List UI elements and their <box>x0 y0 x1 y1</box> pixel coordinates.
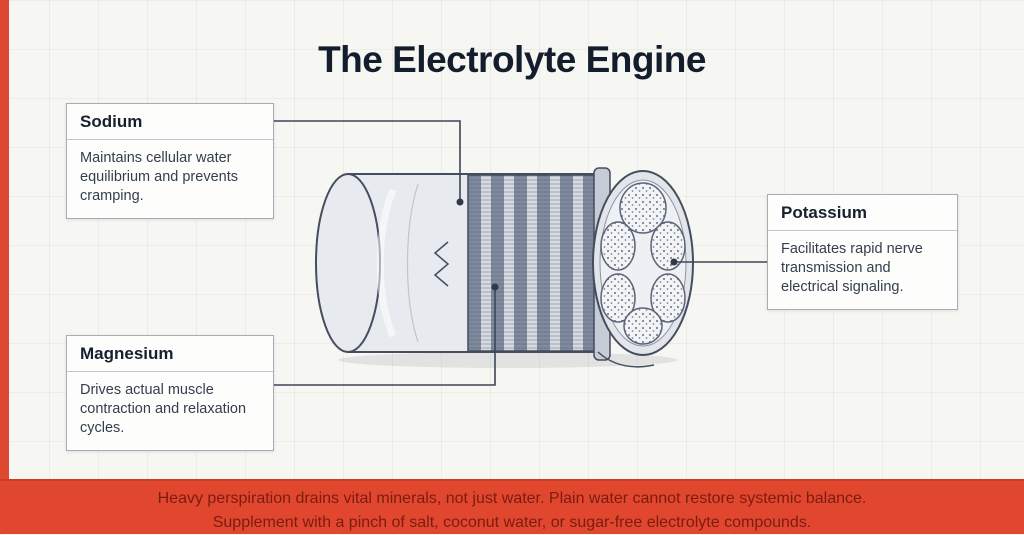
muscle-fiber-diagram <box>315 167 694 368</box>
banner-line-1: Heavy perspiration drains vital minerals… <box>157 490 867 507</box>
warning-banner: Heavy perspiration drains vital minerals… <box>0 479 1024 534</box>
callout-magnesium-title: Magnesium <box>67 336 273 372</box>
callout-magnesium: Magnesium Drives actual muscle contracti… <box>66 335 274 452</box>
callout-potassium-description: Facilitates rapid nerve transmission and… <box>781 241 923 296</box>
left-accent-strip <box>0 0 9 534</box>
callout-sodium-title: Sodium <box>67 104 273 140</box>
callout-potassium-title: Potassium <box>768 195 957 231</box>
callout-magnesium-description: Drives actual muscle contraction and rel… <box>80 382 247 437</box>
muscle-illustration <box>298 158 718 373</box>
callout-potassium: Potassium Facilitates rapid nerve transm… <box>767 194 958 311</box>
callout-sodium-description: Maintains cellular water equilibrium and… <box>80 150 238 205</box>
page-title: The Electrolyte Engine <box>318 38 706 80</box>
banner-line-2: Supplement with a pinch of salt, coconut… <box>212 514 812 531</box>
callout-sodium: Sodium Maintains cellular water equilibr… <box>66 103 274 220</box>
